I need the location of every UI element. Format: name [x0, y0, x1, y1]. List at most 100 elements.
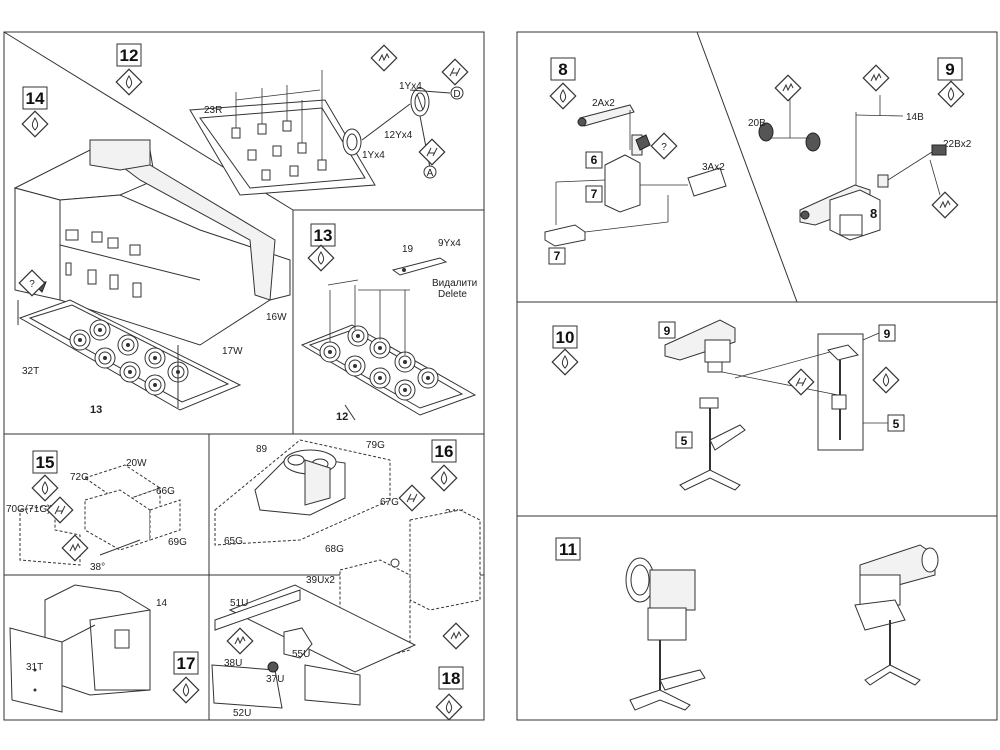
svg-text:16: 16 — [435, 442, 454, 461]
svg-text:68G: 68G — [325, 544, 344, 555]
cab-rear — [9, 584, 151, 713]
glue-drop-icon — [22, 111, 47, 136]
svg-text:12Yx4: 12Yx4 — [384, 130, 413, 141]
paint-icon — [788, 369, 813, 394]
svg-text:7: 7 — [554, 249, 561, 263]
detail-inset — [827, 344, 859, 440]
svg-text:39Ux2: 39Ux2 — [306, 575, 335, 586]
glue-drop-icon — [32, 475, 57, 500]
step-12: 12 D A — [116, 43, 467, 196]
svg-text:17W: 17W — [222, 346, 243, 357]
svg-text:70G(71G): 70G(71G) — [6, 504, 50, 515]
question-icon: ? — [19, 270, 44, 295]
glue-drop-icon — [436, 694, 461, 719]
svg-text:52U: 52U — [233, 708, 251, 719]
gun-on-tripod-rear — [854, 544, 939, 686]
svg-text:19: 19 — [402, 244, 414, 255]
glue-drop-icon — [116, 69, 141, 94]
right-page — [516, 31, 998, 721]
svg-text:79G: 79G — [366, 440, 385, 451]
svg-text:55U: 55U — [292, 649, 310, 660]
svg-text:7: 7 — [591, 187, 598, 201]
step-17: 17 14 31T — [9, 584, 199, 713]
svg-text:2Ax2: 2Ax2 — [592, 98, 615, 109]
step-16: 16 89 79G 65G 67G 68G 34U — [214, 439, 463, 555]
svg-text:5: 5 — [681, 434, 688, 448]
svg-text:Видалити: Видалити — [432, 278, 477, 289]
gun-handle — [758, 122, 821, 152]
svg-text:6: 6 — [591, 153, 598, 167]
svg-text:14B: 14B — [906, 112, 924, 123]
side-frame — [211, 509, 481, 709]
svg-text:8: 8 — [870, 206, 877, 221]
svg-text:14: 14 — [26, 89, 45, 108]
svg-text:22Bx2: 22Bx2 — [943, 139, 972, 150]
step-8: 8 2Ax2 6 7 3Ax2 7 ? — [544, 57, 727, 265]
snip-icon — [443, 623, 468, 648]
svg-text:?: ? — [29, 279, 35, 290]
svg-text:67G: 67G — [380, 497, 399, 508]
glue-drop-icon — [873, 367, 898, 392]
svg-text:23R: 23R — [204, 105, 222, 116]
paint-icon — [419, 139, 444, 164]
glue-drop-icon — [552, 349, 577, 374]
gun-assembly — [799, 184, 881, 241]
svg-text:38°: 38° — [90, 562, 105, 573]
svg-text:1Yx4: 1Yx4 — [362, 150, 385, 161]
axle-rod — [391, 257, 448, 276]
svg-text:89: 89 — [256, 444, 268, 455]
step-number: 12 — [120, 46, 139, 65]
svg-text:13: 13 — [314, 226, 333, 245]
gun-mount-block — [604, 134, 643, 213]
glue-drop-icon — [550, 83, 575, 108]
svg-text:9: 9 — [945, 60, 954, 79]
svg-text:14: 14 — [156, 598, 168, 609]
svg-text:9Yx4: 9Yx4 — [438, 238, 461, 249]
chassis-assembly — [300, 324, 477, 416]
svg-text:18: 18 — [442, 669, 461, 688]
snip-icon — [227, 628, 252, 653]
engine-hood — [214, 439, 391, 546]
svg-text:69G: 69G — [168, 537, 187, 548]
cab-panel-assembly — [19, 464, 181, 566]
gun-on-tripod-front — [625, 557, 706, 711]
locomotive-body — [13, 139, 291, 346]
svg-text:9: 9 — [664, 324, 671, 338]
ammo-box — [687, 167, 727, 197]
glue-drop-icon — [308, 245, 333, 270]
glue-drop-icon — [431, 465, 456, 490]
svg-text:11: 11 — [559, 540, 577, 559]
svg-text:66G: 66G — [156, 486, 175, 497]
glue-drop-icon — [173, 677, 198, 702]
svg-text:32T: 32T — [22, 366, 39, 377]
wheel-part — [410, 87, 430, 117]
step-15: 15 72G 20W 66G 70G(71G) 69G 38° — [6, 450, 187, 573]
svg-text:13: 13 — [90, 404, 102, 416]
step-10: 10 9 5 9 5 — [552, 319, 905, 491]
step-13: 13 19 9Yx4 Видалити Delete 1 — [300, 223, 477, 423]
svg-text:A: A — [427, 168, 434, 179]
svg-text:37U: 37U — [266, 674, 284, 685]
snip-icon — [863, 65, 888, 90]
svg-text:17: 17 — [177, 654, 196, 673]
snip-icon — [932, 192, 957, 217]
step-9: 9 8 20B 14B 22Bx2 — [748, 57, 972, 241]
svg-text:Delete: Delete — [438, 289, 467, 300]
snip-icon — [775, 75, 800, 100]
svg-text:8: 8 — [558, 60, 567, 79]
svg-text:72G: 72G — [70, 472, 89, 483]
question-icon: ? — [651, 133, 676, 158]
svg-text:?: ? — [661, 142, 667, 153]
svg-text:65G: 65G — [224, 536, 243, 547]
svg-text:D: D — [453, 89, 460, 100]
gun-barrel — [577, 104, 635, 127]
svg-text:10: 10 — [556, 328, 575, 347]
gun-base — [544, 224, 586, 247]
svg-text:20B: 20B — [748, 118, 766, 129]
step-11: 11 — [555, 537, 939, 711]
snip-icon — [371, 45, 396, 70]
wheel-part — [342, 128, 362, 156]
paint-icon — [442, 59, 467, 84]
paint-icon — [399, 485, 424, 510]
svg-text:12: 12 — [336, 411, 348, 423]
